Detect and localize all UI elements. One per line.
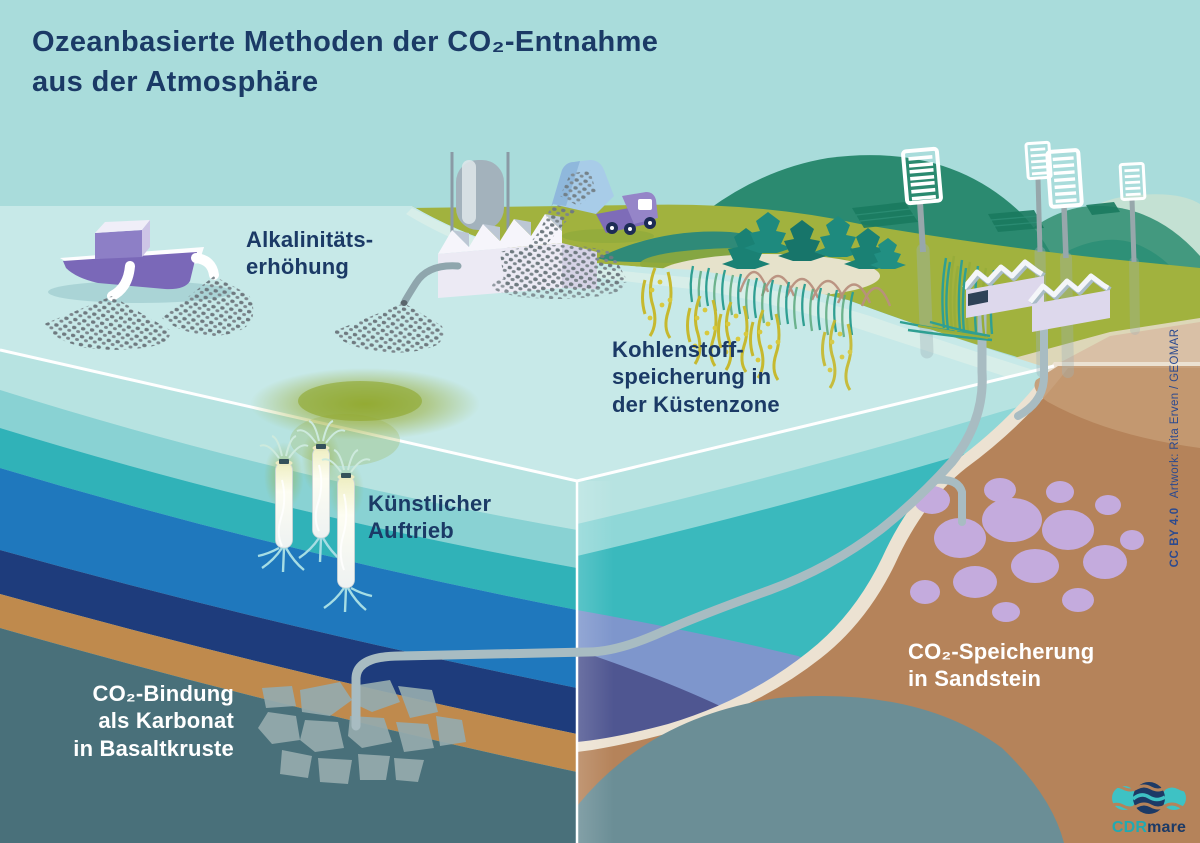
field-lines — [855, 208, 1042, 227]
upwelling-pipe-icon — [257, 435, 309, 573]
pipe-to-sandstone — [931, 475, 966, 526]
cdrmare-wordmark: CDRmare — [1111, 819, 1187, 836]
plant-building-icon — [962, 259, 1046, 318]
upwelling-pipe-icon — [321, 449, 373, 613]
artificial-upwelling — [250, 368, 480, 613]
bedrock-dome — [577, 696, 1064, 843]
title-line: Ozeanbasierte Methoden der CO₂-Entnahme — [32, 26, 659, 58]
ship-icon — [44, 220, 254, 350]
license-credit: CC BY 4.0 Artwork: Rita Erven / GEOMAR — [1169, 328, 1185, 568]
alkalinity-spray — [44, 296, 171, 350]
seagrass — [689, 265, 855, 336]
page-title: Ozeanbasierte Methoden der CO₂-Entnahme … — [32, 22, 658, 102]
cdrmare-wave-icon — [1108, 782, 1194, 814]
discharge-pipe — [401, 262, 462, 305]
plant-building-icon — [1028, 273, 1112, 332]
dac-fan-icon — [1024, 140, 1053, 253]
co2-plant-buildings — [929, 259, 1112, 338]
kelp-icon — [641, 267, 673, 339]
dac-fan-icon — [1118, 161, 1147, 263]
alkalinity-spray — [162, 276, 254, 336]
upper-sandstone — [1046, 322, 1200, 370]
field-patches — [852, 202, 1120, 232]
eelgrass — [929, 261, 991, 338]
upwelling-pipe-icon — [296, 420, 346, 563]
label-sandstone-storage: CO₂-Speicherung in Sandstein — [908, 639, 1095, 692]
artwork-credit: Artwork: Rita Erven / GEOMAR — [1169, 328, 1181, 499]
label-basalt-carbonate: CO₂-Bindung als Karbonat in Basaltkruste — [73, 681, 234, 761]
basalt-rocks — [258, 680, 466, 784]
dac-fan-icon — [901, 146, 943, 253]
corner-highlight — [578, 481, 614, 843]
dump-truck-icon — [492, 160, 658, 299]
label-coastal-carbon-storage: Kohlenstoff- speicherung in der Küstenzo… — [612, 337, 780, 417]
label-alkalinity-enhancement: Alkalinitäts- erhöhung — [246, 227, 374, 280]
seagrass — [697, 270, 847, 338]
mangrove-icon — [722, 212, 906, 269]
alkalinity-spray — [332, 303, 444, 353]
label-artificial-upwelling: Künstlicher Auftrieb — [368, 491, 492, 544]
title-line: aus der Atmosphäre — [32, 66, 319, 99]
cross-section-right — [577, 362, 1200, 843]
pipe-to-basalt — [351, 307, 987, 731]
sea-surface — [0, 206, 1048, 481]
dac-fan-icon — [1045, 148, 1084, 259]
dac-fan-array — [901, 140, 1147, 263]
license-badge: CC BY 4.0 — [1169, 507, 1181, 568]
cdrmare-logo: CDRmare — [1106, 779, 1194, 837]
co2-blobs-sandstone — [910, 478, 1144, 622]
